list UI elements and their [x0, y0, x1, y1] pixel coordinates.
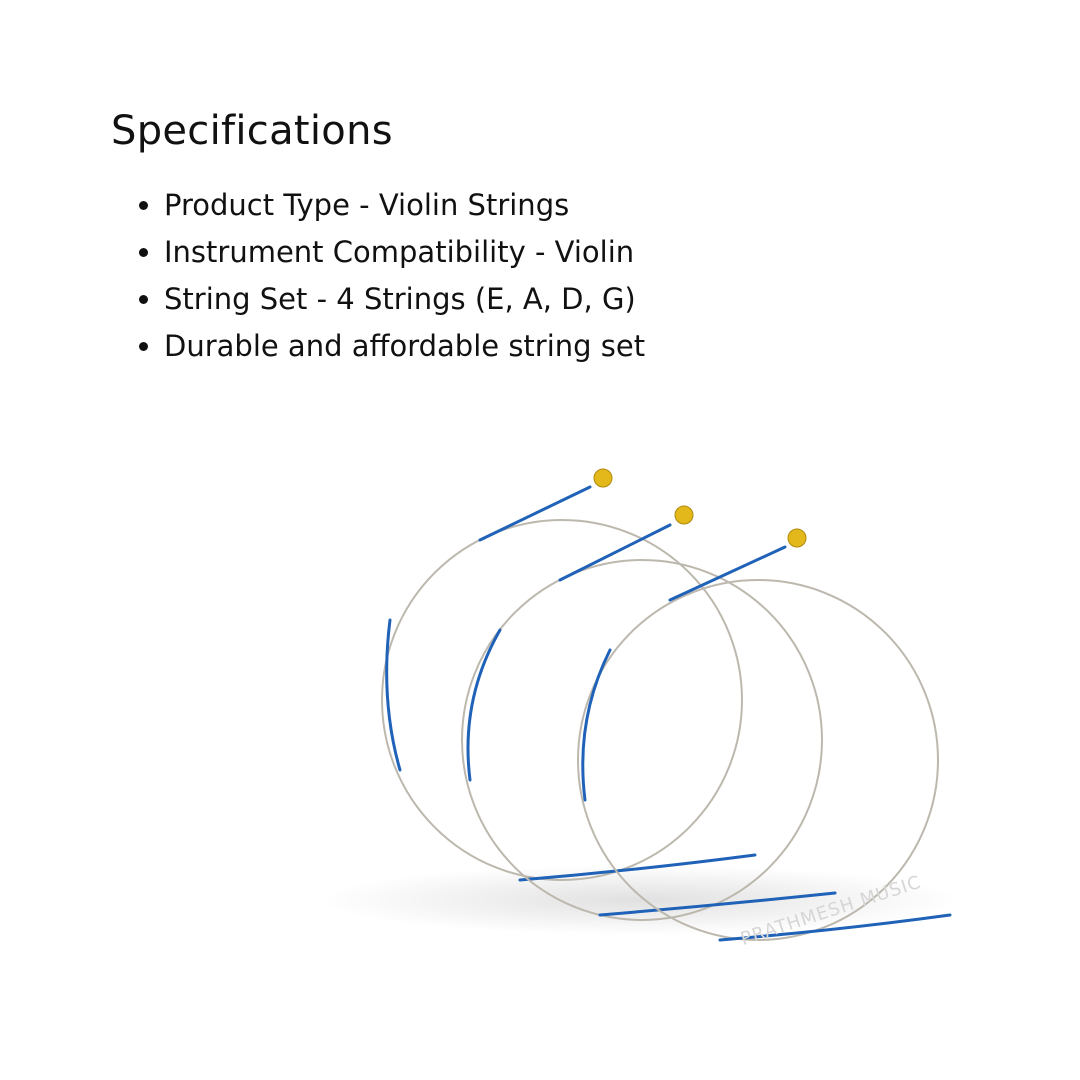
shadow: [320, 865, 960, 935]
spec-item: Instrument Compatibility - Violin: [164, 229, 645, 276]
spec-item: Product Type - Violin Strings: [164, 182, 645, 229]
ball-end-icon: [674, 505, 694, 525]
spec-item: Durable and affordable string set: [164, 323, 645, 370]
spec-item: String Set - 4 Strings (E, A, D, G): [164, 276, 645, 323]
ball-end-icon: [787, 528, 807, 548]
page-title: Specifications: [111, 108, 393, 154]
string-loop: [577, 528, 952, 942]
spec-list: Product Type - Violin Strings Instrument…: [134, 182, 645, 370]
ball-end-icon: [593, 468, 613, 488]
string-loop: [381, 468, 757, 882]
string-loop: [461, 505, 837, 921]
